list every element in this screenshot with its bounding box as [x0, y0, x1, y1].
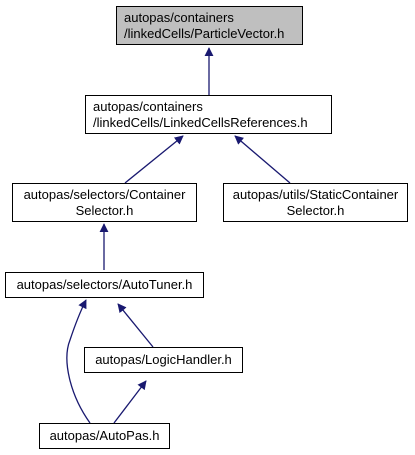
node-logic-handler[interactable]: autopas/LogicHandler.h	[84, 347, 243, 373]
node-box	[5, 272, 204, 298]
node-auto-pas[interactable]: autopas/AutoPas.h	[39, 423, 170, 449]
node-container-selector[interactable]: autopas/selectors/Container Selector.h	[12, 183, 197, 222]
node-label-line1: autopas/containers	[124, 10, 234, 25]
node-box	[39, 423, 170, 449]
node-label-line1: autopas/AutoPas.h	[50, 428, 160, 443]
node-auto-tuner[interactable]: autopas/selectors/AutoTuner.h	[5, 272, 204, 298]
node-box	[223, 183, 408, 222]
node-box	[85, 95, 332, 134]
node-particle-vector[interactable]: autopas/containers /linkedCells/Particle…	[116, 6, 303, 45]
node-linked-cells-references[interactable]: autopas/containers /linkedCells/LinkedCe…	[85, 95, 332, 134]
node-label-line1: autopas/selectors/Container	[24, 187, 187, 202]
edge-staticcontainerselector-to-linkedcellsreferences	[234, 135, 291, 184]
node-static-container-selector[interactable]: autopas/utils/StaticContainer Selector.h	[223, 183, 408, 222]
node-label-line1: autopas/selectors/AutoTuner.h	[17, 277, 193, 292]
node-label-line1: autopas/LogicHandler.h	[95, 352, 232, 367]
node-label-line2: /linkedCells/LinkedCellsReferences.h	[93, 115, 308, 130]
node-box	[12, 183, 197, 222]
edge-autopas-to-logichandler	[113, 380, 147, 424]
edge-autopas-to-autotuner	[66, 299, 91, 424]
node-label-line2: Selector.h	[287, 203, 345, 218]
node-label-line2: Selector.h	[76, 203, 134, 218]
node-label-line1: autopas/utils/StaticContainer	[233, 187, 399, 202]
node-label-line2: /linkedCells/ParticleVector.h	[124, 26, 284, 41]
node-label-line1: autopas/containers	[93, 99, 203, 114]
edge-containerselector-to-linkedcellsreferences	[124, 135, 184, 184]
edge-logichandler-to-autotuner	[117, 303, 154, 348]
edges	[66, 47, 291, 424]
node-box	[116, 6, 303, 45]
node-box	[84, 347, 243, 373]
